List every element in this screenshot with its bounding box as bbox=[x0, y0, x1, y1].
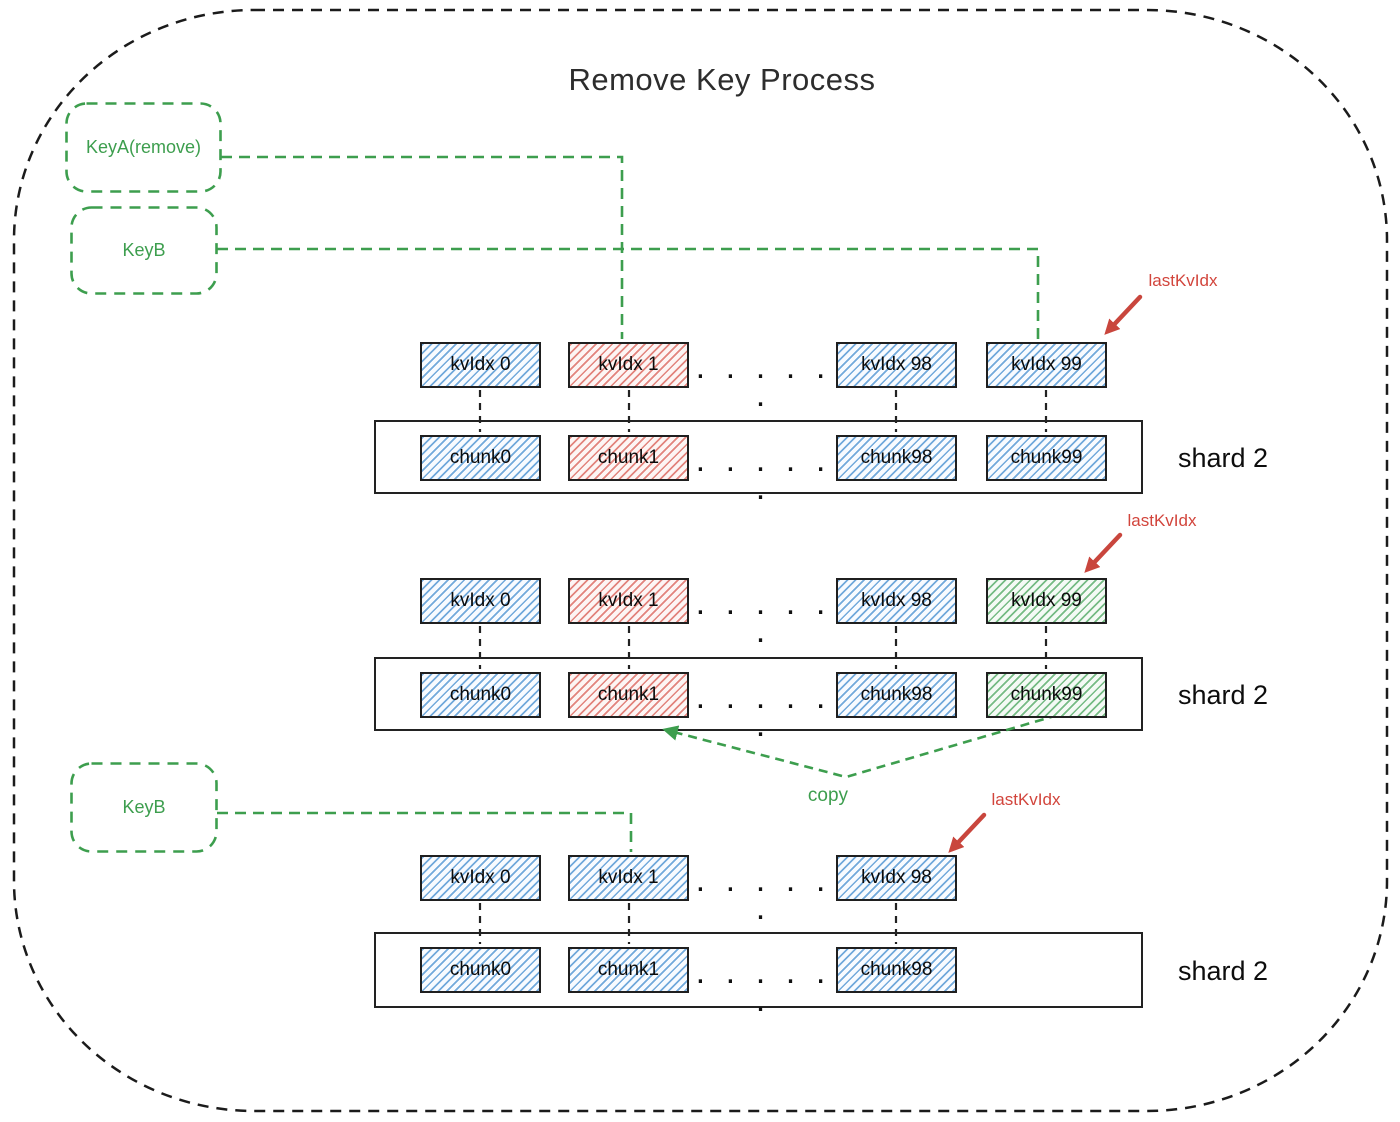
lastkvidx-arrow-3 bbox=[948, 812, 987, 853]
chunk-box: chunk98 bbox=[836, 435, 957, 481]
chunk-box: chunk1 bbox=[568, 947, 689, 993]
kv-chunk-connectors-row3 bbox=[478, 903, 898, 944]
kvidx-box: kvIdx 0 bbox=[420, 578, 541, 624]
chunk-box: chunk98 bbox=[836, 672, 957, 718]
chunk-box: chunk0 bbox=[420, 947, 541, 993]
kv-chunk-connectors-row1 bbox=[478, 390, 1048, 432]
lastkvidx-arrow-2 bbox=[1084, 532, 1123, 573]
kvidx-box: kvIdx 98 bbox=[836, 342, 957, 388]
key-b-box bbox=[70, 206, 218, 295]
key-b-connector bbox=[217, 247, 1040, 339]
chunk-box: chunk98 bbox=[836, 947, 957, 993]
lastkvidx-arrow-1 bbox=[1104, 294, 1143, 335]
chunk-box: chunk1 bbox=[568, 435, 689, 481]
kvidx-box: kvIdx 0 bbox=[420, 342, 541, 388]
kvidx-box: kvIdx 98 bbox=[836, 578, 957, 624]
chunk-box: chunk0 bbox=[420, 672, 541, 718]
chunk-box: chunk99 bbox=[986, 672, 1107, 718]
kvidx-box: kvIdx 99 bbox=[986, 342, 1107, 388]
key-b2-box bbox=[70, 762, 218, 853]
kvidx-box: kvIdx 98 bbox=[836, 855, 957, 901]
key-b2-connector bbox=[217, 811, 633, 852]
outer-dashed-border bbox=[12, 8, 1389, 1113]
key-a-connector bbox=[221, 155, 624, 339]
chunk-box: chunk1 bbox=[568, 672, 689, 718]
kvidx-box: kvIdx 1 bbox=[568, 342, 689, 388]
chunk-box: chunk0 bbox=[420, 435, 541, 481]
kvidx-box: kvIdx 99 bbox=[986, 578, 1107, 624]
chunk-box: chunk99 bbox=[986, 435, 1107, 481]
kvidx-box: kvIdx 1 bbox=[568, 578, 689, 624]
key-a-box bbox=[65, 102, 222, 193]
kvidx-box: kvIdx 0 bbox=[420, 855, 541, 901]
kvidx-box: kvIdx 1 bbox=[568, 855, 689, 901]
